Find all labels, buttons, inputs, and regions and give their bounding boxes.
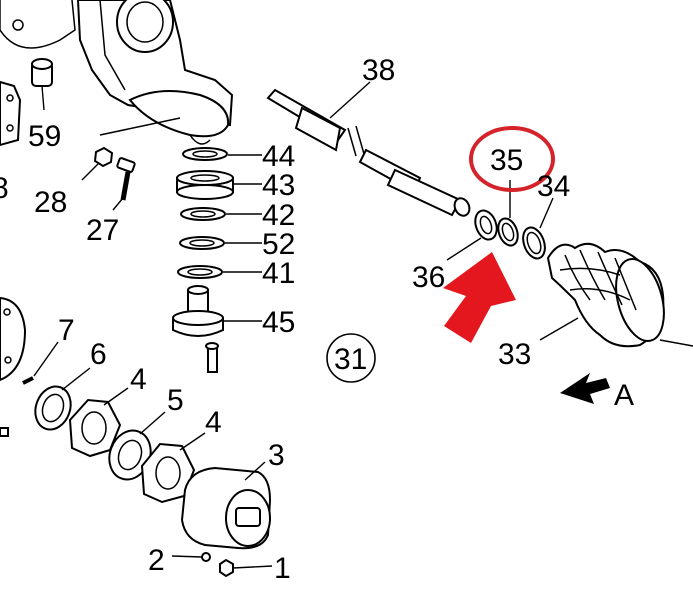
part-59-bushing [31, 58, 53, 111]
label-38: 38 [362, 54, 395, 87]
part-3-bushing [180, 461, 272, 550]
label-44: 44 [262, 140, 295, 173]
part-5-washer [108, 411, 166, 481]
part-41-washer [177, 265, 262, 279]
label-43: 43 [262, 169, 295, 202]
label-5: 5 [167, 384, 184, 417]
part-44-washer [182, 147, 262, 161]
label-4-upper: 4 [130, 363, 147, 396]
label-35: 35 [490, 144, 523, 177]
label-28: 28 [34, 186, 67, 219]
label-33: 33 [498, 338, 531, 371]
label-52: 52 [262, 228, 295, 261]
steering-knuckle [0, 0, 234, 145]
label-31: 31 [334, 343, 367, 376]
label-41: 41 [262, 257, 295, 290]
label-27: 27 [86, 214, 119, 247]
part-35-ring [497, 180, 519, 247]
label-34: 34 [537, 170, 570, 203]
part-34-clamp [522, 197, 554, 260]
label-45: 45 [262, 306, 295, 339]
part-33-cv-boot [539, 242, 693, 348]
part-6-washer [34, 367, 91, 431]
label-2: 2 [148, 544, 165, 577]
label-36: 36 [412, 261, 445, 294]
label-59: 59 [28, 120, 61, 153]
part-7-pin [22, 341, 59, 385]
part-28-nut [81, 146, 114, 181]
part-1-screw [219, 558, 273, 578]
highlight-arrow-icon [443, 252, 516, 343]
label-42: 42 [262, 199, 295, 232]
part-43-bearing [176, 170, 262, 200]
part-36-ring [446, 209, 498, 261]
part-27-bolt [112, 157, 136, 211]
label-1: 1 [274, 552, 291, 585]
left-bracket-plate [0, 80, 22, 147]
callout-circle-31 [326, 333, 376, 383]
wheel-hub-partial [0, 296, 27, 437]
part-42-washer [180, 207, 262, 221]
part-52-washer [179, 236, 262, 250]
label-3: 3 [268, 439, 285, 472]
label-view-a: A [614, 379, 634, 412]
label-4-lower: 4 [205, 406, 222, 439]
part-45-pivot-pin [172, 285, 262, 373]
label-8: 8 [0, 172, 9, 205]
label-7: 7 [58, 314, 75, 347]
view-a-arrow-icon [560, 373, 610, 404]
label-6: 6 [90, 338, 107, 371]
part-4-nut-a [68, 387, 129, 458]
part-38-axle-shaft [266, 81, 471, 217]
highlight-circle-35 [469, 126, 555, 192]
part-2-nut [171, 552, 211, 562]
